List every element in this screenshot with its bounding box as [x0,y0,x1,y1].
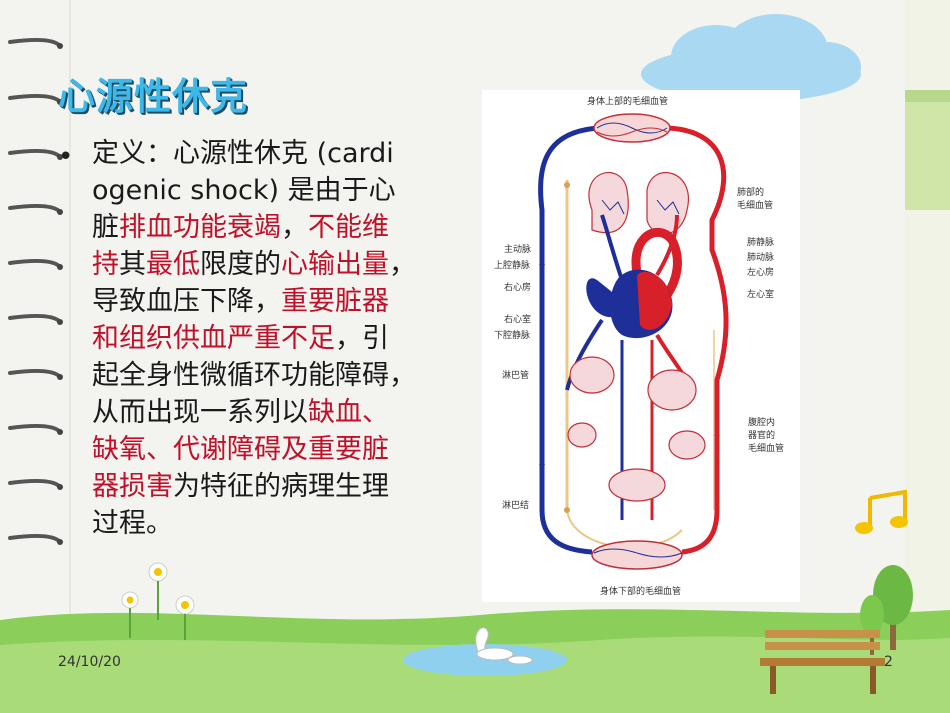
body-text-segment: ， [389,249,416,280]
highlight-text: 重要脏器 [281,286,389,317]
slide-title: 心源性休克 [58,75,248,118]
definition-paragraph: 定义：心源性休克 (cardi ogenic shock) 是由于心脏排血功能衰竭… [92,135,452,542]
cloud-icon [641,14,861,102]
label-right-atrium: 右心房 [504,283,532,293]
label-ivc: 下腔静脉 [494,331,531,341]
label-svc: 上腔静脉 [494,261,531,271]
highlight-text: 缺氧、代谢障碍及重要脏 [92,434,389,465]
decor-stripe [905,90,950,210]
body-text-segment: 定义：心源性休克 (cardi [92,138,394,169]
flower-icon [121,562,195,640]
body-text-segment: 过程。 [92,508,173,539]
body-text-segment: ，引 [335,323,389,354]
footer-date: 24/10/20 [58,654,121,670]
body-text-segment: ogenic shock) 是由于心 [92,175,396,206]
binder-rings [8,37,63,545]
label-lower-capillaries: 身体下部的毛细血管 [600,587,682,597]
page-number: 2 [884,654,893,670]
label-upper-capillaries: 身体上部的毛细血管 [587,97,669,107]
body-text-segment: 导致血压下降， [92,286,281,317]
highlight-text: 缺血、 [308,397,389,428]
meadow-scene [0,562,950,713]
label-right-ventricle: 右心室 [504,315,532,325]
body-text-segment: 为特征的病理生理 [173,471,389,502]
highlight-text: 器损害 [92,471,173,502]
circulation-svg [538,113,729,570]
highlight-text: 排血功能衰竭 [119,212,281,243]
body-text-segment: 起全身性微循环功能障碍， [92,360,416,391]
label-left-ventricle: 左心室 [747,290,775,300]
circulation-diagram: 身体上部的毛细血管 肺部的 毛细血管 主动脉 上腔静脉 肺静脉 肺动脉 左心房 … [482,90,800,602]
body-text-segment: 从而出现一系列以 [92,397,308,428]
label-lung-capillaries: 肺部的 毛细血管 [737,188,774,211]
body-text-segment: 其 [119,249,146,280]
label-aorta: 主动脉 [504,245,532,255]
label-pulmonary-artery: 肺动脉 [747,253,775,263]
bullet-marker: • [58,142,74,172]
highlight-text: 和组织供血严重不足 [92,323,335,354]
music-note-icon [855,489,908,534]
highlight-text: 心输出量 [281,249,389,280]
body-text-segment: ， [281,212,308,243]
highlight-text: 不能维 [308,212,389,243]
label-left-atrium: 左心房 [747,268,775,278]
label-lymph-vessel: 淋巴管 [502,371,530,381]
label-organ-capillaries: 腹腔内 器官的 毛细血管 [748,418,785,454]
label-lymph-node: 淋巴结 [502,501,530,511]
body-text-segment: 脏 [92,212,119,243]
body-text-segment: 限度的 [200,249,281,280]
highlight-text: 持 [92,249,119,280]
label-pulmonary-vein: 肺静脉 [747,238,775,248]
highlight-text: 最低 [146,249,200,280]
